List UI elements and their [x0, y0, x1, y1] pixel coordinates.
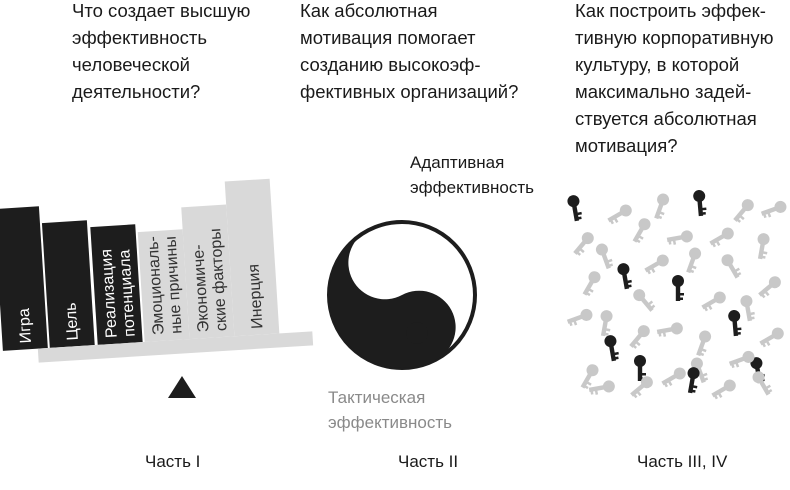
- question-2: Как абсолютная мотивация помогает создан…: [300, 0, 519, 102]
- bar-1: [0, 206, 48, 351]
- key-icon: [570, 229, 597, 258]
- balance-pivot: [168, 376, 196, 398]
- key-icon: [656, 321, 684, 338]
- key-icon: [754, 232, 771, 260]
- part-3-4-caption: Часть III, IV: [637, 452, 728, 471]
- keys-field: [565, 189, 789, 401]
- key-icon: [739, 294, 756, 322]
- key-icon: [659, 365, 688, 389]
- balance-beam: [37, 331, 314, 363]
- key-icon: [730, 196, 757, 225]
- bar-6: [224, 178, 280, 337]
- key-icon: [579, 269, 603, 298]
- key-icon: [626, 322, 653, 351]
- key-icon: [692, 189, 707, 217]
- bar-label-2: Цель: [63, 302, 82, 341]
- bar-label-1: Игра: [16, 308, 35, 344]
- question-3: Как построить эффек- тивную корпоративну…: [575, 0, 774, 156]
- part-2-caption: Часть II: [398, 452, 459, 471]
- yang-dot: [406, 322, 428, 344]
- key-icon: [699, 289, 728, 313]
- key-icon: [755, 273, 784, 300]
- bar-label-4: Эмоциональ-ные причины: [145, 235, 186, 336]
- key-icon: [594, 241, 615, 271]
- bar-label-6: Инерция: [245, 263, 266, 329]
- bar-label-5: Экономиче-ские факторы: [189, 228, 230, 333]
- key-icon: [603, 334, 620, 362]
- key-icon: [642, 252, 671, 276]
- key-icon: [629, 216, 653, 245]
- bar-4: [137, 229, 190, 342]
- key-icon: [566, 194, 583, 222]
- key-icon: [692, 328, 713, 358]
- key-icon: [597, 309, 614, 337]
- key-icon: [750, 369, 774, 398]
- key-icon: [707, 225, 736, 249]
- yin-dot: [374, 251, 396, 273]
- key-icon: [682, 245, 703, 275]
- key-icon: [577, 362, 601, 391]
- key-icon: [709, 377, 738, 401]
- key-icon: [666, 229, 694, 246]
- yin-yang-symbol: [327, 220, 477, 370]
- key-icon: [605, 202, 634, 226]
- key-icon: [588, 379, 616, 396]
- key-icon: [719, 252, 743, 281]
- adaptive-efficiency-label: Адаптивная эффективность: [410, 153, 535, 197]
- key-icon: [759, 199, 789, 220]
- part-1-caption: Часть I: [145, 452, 201, 471]
- bar-5: [181, 204, 235, 340]
- question-1: Что создает высшую эффективность человеч…: [72, 0, 251, 102]
- tactical-efficiency-label: Тактическая эффективность: [328, 388, 453, 432]
- key-icon: [727, 309, 742, 337]
- key-icon: [757, 325, 786, 349]
- key-icon: [630, 286, 657, 315]
- bar-3: [90, 224, 143, 345]
- key-icon: [565, 307, 595, 328]
- key-icon: [684, 366, 701, 394]
- key-icon: [616, 262, 633, 290]
- bar-2: [41, 220, 95, 348]
- key-icon: [672, 275, 684, 301]
- key-icon: [650, 191, 671, 221]
- bar-label-3: Реализацияпотенциала: [98, 247, 139, 338]
